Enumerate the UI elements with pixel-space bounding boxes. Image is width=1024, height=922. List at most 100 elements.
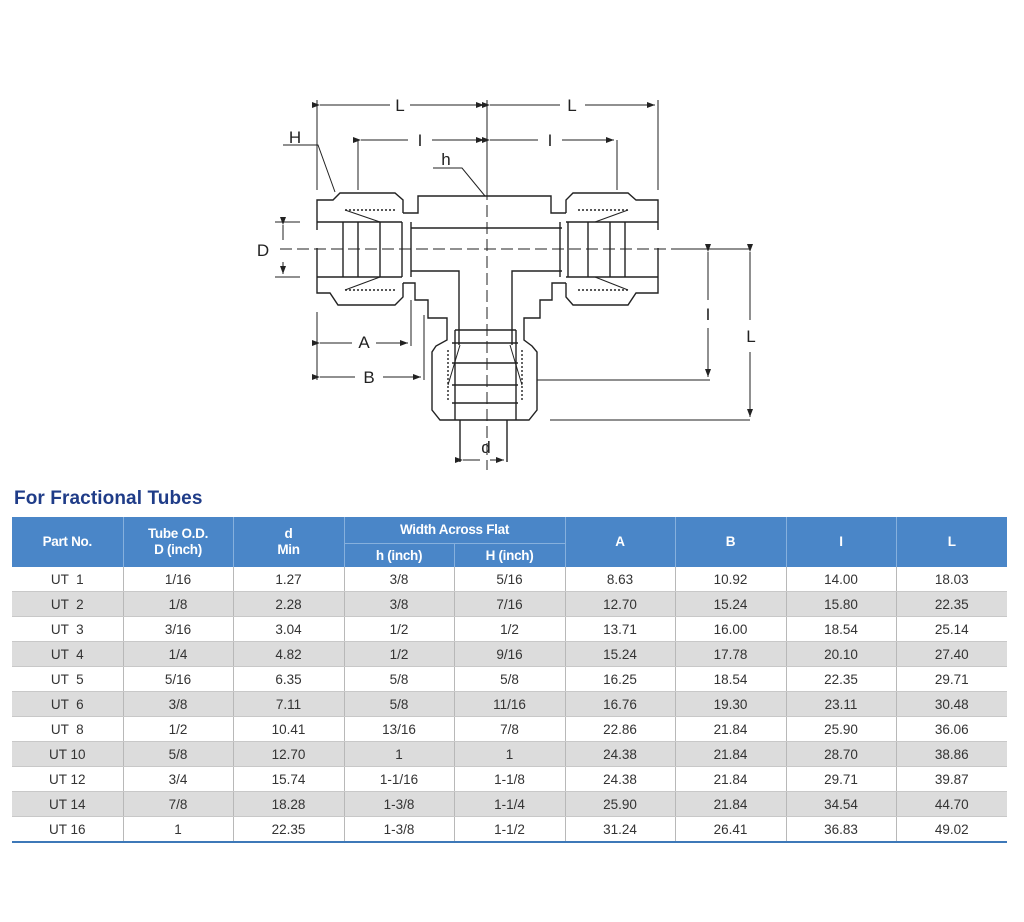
cell-d: 10.41 bbox=[232, 716, 345, 742]
label-I-vertical: I bbox=[706, 305, 711, 324]
cell-l: 22.35 bbox=[895, 591, 1008, 617]
cell-h: 5/8 bbox=[343, 666, 455, 692]
label-H: H bbox=[289, 128, 301, 147]
cell-od: 1 bbox=[122, 816, 234, 843]
cell-part: UT 12 bbox=[12, 766, 124, 792]
cell-b: 21.84 bbox=[674, 741, 787, 767]
cell-od: 1/16 bbox=[122, 567, 234, 592]
header-width-across-flat: Width Across Flat bbox=[343, 517, 566, 544]
section-title: For Fractional Tubes bbox=[14, 488, 203, 509]
cell-h: 5/8 bbox=[343, 691, 455, 717]
cell-h: 1/2 bbox=[343, 641, 455, 667]
cell-h: 13/16 bbox=[343, 716, 455, 742]
cell-l: 25.14 bbox=[895, 616, 1008, 642]
header-H-inch: H (inch) bbox=[453, 543, 566, 567]
cell-od: 1/4 bbox=[122, 641, 234, 667]
cell-a: 15.24 bbox=[564, 641, 676, 667]
cell-od: 5/8 bbox=[122, 741, 234, 767]
cell-b: 21.84 bbox=[674, 791, 787, 817]
cell-l: 18.03 bbox=[895, 567, 1008, 592]
label-A: A bbox=[358, 333, 370, 352]
cell-l: 38.86 bbox=[895, 741, 1008, 767]
cell-i: 29.71 bbox=[785, 766, 897, 792]
cell-h-hex: 1-1/4 bbox=[453, 791, 566, 817]
cell-h-hex: 11/16 bbox=[453, 691, 566, 717]
cell-od: 1/8 bbox=[122, 591, 234, 617]
cell-part: UT 1 bbox=[12, 567, 124, 592]
cell-i: 18.54 bbox=[785, 616, 897, 642]
cell-d: 22.35 bbox=[232, 816, 345, 843]
cell-b: 15.24 bbox=[674, 591, 787, 617]
cell-b: 17.78 bbox=[674, 641, 787, 667]
cell-od: 3/4 bbox=[122, 766, 234, 792]
label-L-right: L bbox=[567, 96, 576, 115]
cell-h-hex: 7/16 bbox=[453, 591, 566, 617]
cell-i: 15.80 bbox=[785, 591, 897, 617]
cell-a: 8.63 bbox=[564, 567, 676, 592]
header-I: I bbox=[785, 517, 897, 567]
label-B: B bbox=[363, 368, 374, 387]
cell-b: 16.00 bbox=[674, 616, 787, 642]
cell-h: 3/8 bbox=[343, 591, 455, 617]
cell-i: 14.00 bbox=[785, 567, 897, 592]
cell-a: 24.38 bbox=[564, 766, 676, 792]
cell-h-hex: 5/8 bbox=[453, 666, 566, 692]
cell-a: 16.76 bbox=[564, 691, 676, 717]
header-d-line1: d bbox=[284, 526, 293, 541]
cell-a: 24.38 bbox=[564, 741, 676, 767]
cell-i: 22.35 bbox=[785, 666, 897, 692]
cell-part: UT 14 bbox=[12, 791, 124, 817]
cell-part: UT 2 bbox=[12, 591, 124, 617]
cell-h-hex: 1-1/8 bbox=[453, 766, 566, 792]
cell-h: 1 bbox=[343, 741, 455, 767]
cell-h-hex: 7/8 bbox=[453, 716, 566, 742]
cell-h: 1-3/8 bbox=[343, 816, 455, 843]
cell-b: 10.92 bbox=[674, 567, 787, 592]
cell-h: 1/2 bbox=[343, 616, 455, 642]
cell-d: 1.27 bbox=[232, 567, 345, 592]
cell-i: 36.83 bbox=[785, 816, 897, 843]
cell-a: 13.71 bbox=[564, 616, 676, 642]
header-A: A bbox=[564, 517, 676, 567]
cell-l: 29.71 bbox=[895, 666, 1008, 692]
cell-l: 30.48 bbox=[895, 691, 1008, 717]
cell-a: 16.25 bbox=[564, 666, 676, 692]
cell-a: 12.70 bbox=[564, 591, 676, 617]
cell-h: 3/8 bbox=[343, 567, 455, 592]
cell-b: 21.84 bbox=[674, 766, 787, 792]
cell-i: 34.54 bbox=[785, 791, 897, 817]
label-L-vertical: L bbox=[746, 327, 755, 346]
header-d-line2: Min bbox=[277, 542, 300, 557]
cell-a: 31.24 bbox=[564, 816, 676, 843]
label-I-left: I bbox=[418, 131, 423, 150]
cell-b: 19.30 bbox=[674, 691, 787, 717]
cell-part: UT 5 bbox=[12, 666, 124, 692]
cell-l: 49.02 bbox=[895, 816, 1008, 843]
cell-d: 2.28 bbox=[232, 591, 345, 617]
cell-d: 15.74 bbox=[232, 766, 345, 792]
cell-d: 3.04 bbox=[232, 616, 345, 642]
header-tube-od: Tube O.D. D (inch) bbox=[122, 517, 234, 567]
cell-a: 22.86 bbox=[564, 716, 676, 742]
header-h-inch: h (inch) bbox=[344, 543, 455, 567]
cell-d: 4.82 bbox=[232, 641, 345, 667]
cell-l: 39.87 bbox=[895, 766, 1008, 792]
cell-l: 36.06 bbox=[895, 716, 1008, 742]
cell-l: 44.70 bbox=[895, 791, 1008, 817]
cell-od: 1/2 bbox=[122, 716, 234, 742]
header-d-min: d Min bbox=[232, 517, 345, 567]
cell-part: UT 6 bbox=[12, 691, 124, 717]
cell-part: UT 10 bbox=[12, 741, 124, 767]
cell-part: UT 3 bbox=[12, 616, 124, 642]
label-I-right: I bbox=[548, 131, 553, 150]
